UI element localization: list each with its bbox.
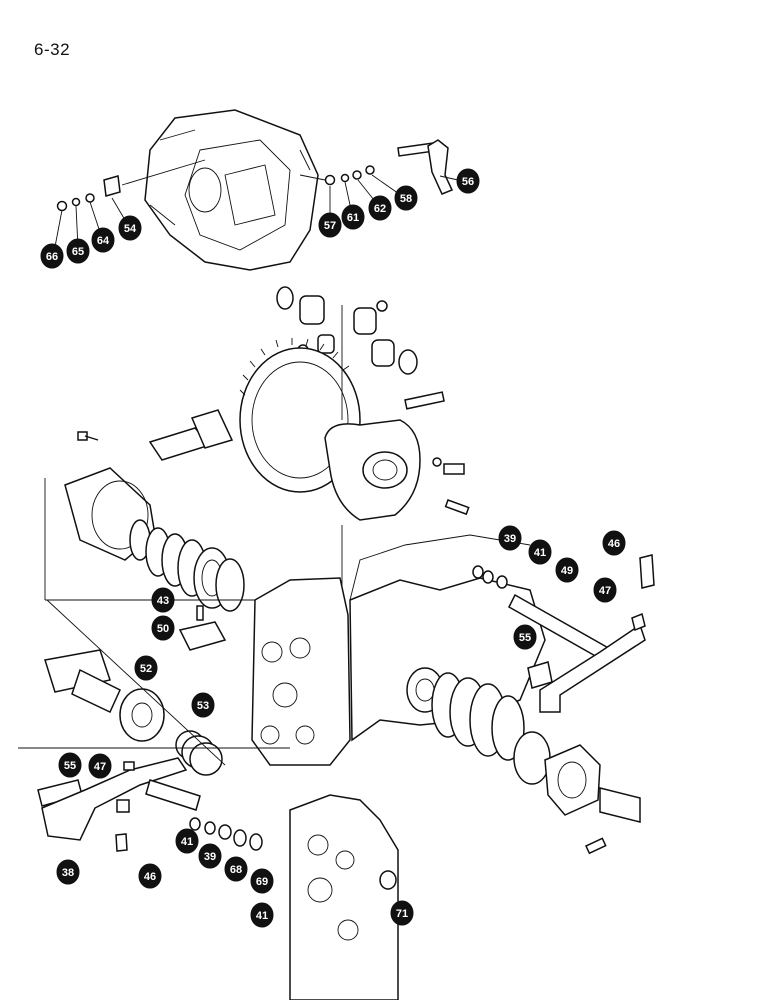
- callout-label: 54: [124, 223, 137, 235]
- callout-label: 56: [462, 176, 474, 188]
- callout-label: 50: [157, 623, 169, 635]
- page-number: 6-32: [34, 40, 71, 59]
- callout-label: 55: [519, 632, 531, 644]
- callout-label: 52: [140, 663, 152, 675]
- callout-label: 62: [374, 203, 386, 215]
- callout-label: 39: [504, 533, 516, 545]
- callout-52: 52: [134, 655, 158, 681]
- callout-43: 43: [151, 587, 175, 613]
- callout-56: 56: [456, 168, 480, 194]
- callout-55: 55: [513, 624, 537, 650]
- callout-label: 46: [608, 538, 620, 550]
- callout-41: 41: [250, 902, 274, 928]
- callout-label: 43: [157, 595, 169, 607]
- callout-label: 47: [94, 761, 106, 773]
- callout-label: 58: [400, 193, 412, 205]
- right-bearing-stack: [431, 672, 641, 855]
- callout-53: 53: [191, 692, 215, 718]
- callout-label: 53: [197, 700, 209, 712]
- callout-label: 46: [144, 871, 156, 883]
- callout-label: 68: [230, 864, 242, 876]
- callout-49: 49: [555, 557, 579, 583]
- callout-66: 66: [40, 243, 64, 269]
- callout-68: 68: [224, 856, 248, 882]
- callout-57: 57: [318, 212, 342, 238]
- callout-41: 41: [175, 828, 199, 854]
- callout-58: 58: [394, 185, 418, 211]
- callout-64: 64: [91, 227, 115, 253]
- shift-shaft-assembly: [472, 554, 655, 713]
- callout-label: 57: [324, 220, 336, 232]
- callout-71: 71: [390, 900, 414, 926]
- callout-badges: 56 58 62 61 57 54 64 65 66 39 41 46 49 47 55 43 50 52 53 55…: [40, 168, 626, 928]
- callout-39: 39: [498, 525, 522, 551]
- callout-38: 38: [56, 859, 80, 885]
- callout-62: 62: [368, 195, 392, 221]
- shift-fork-assembly: [18, 747, 290, 852]
- callout-label: 65: [72, 246, 84, 258]
- mid-left-parts: [44, 599, 227, 776]
- callout-46: 46: [138, 863, 162, 889]
- callout-61: 61: [341, 204, 365, 230]
- callout-label: 61: [347, 212, 359, 224]
- callout-label: 41: [256, 910, 268, 922]
- callout-label: 38: [62, 867, 74, 879]
- callout-39: 39: [198, 843, 222, 869]
- callout-54: 54: [118, 215, 142, 241]
- callout-label: 69: [256, 876, 268, 888]
- callout-label: 55: [64, 760, 76, 772]
- callout-label: 71: [396, 908, 408, 920]
- callout-50: 50: [151, 615, 175, 641]
- callout-46: 46: [602, 530, 626, 556]
- callout-label: 64: [97, 235, 110, 247]
- callout-69: 69: [250, 868, 274, 894]
- callout-label: 47: [599, 585, 611, 597]
- callout-label: 41: [534, 547, 546, 559]
- callout-65: 65: [66, 238, 90, 264]
- shift-lever-shaft: [397, 139, 454, 195]
- callout-label: 41: [181, 836, 193, 848]
- differential-assembly: [77, 286, 470, 600]
- top-washers: [56, 165, 375, 212]
- callout-55: 55: [58, 752, 82, 778]
- rear-housing: [289, 794, 399, 1000]
- callout-47: 47: [88, 753, 112, 779]
- callout-41: 41: [528, 539, 552, 565]
- callout-47: 47: [593, 577, 617, 603]
- clutch-housing: [144, 109, 319, 271]
- callout-label: 49: [561, 565, 573, 577]
- left-bearing-stack: [44, 467, 260, 612]
- callout-label: 39: [204, 851, 216, 863]
- callout-label: 66: [46, 251, 58, 263]
